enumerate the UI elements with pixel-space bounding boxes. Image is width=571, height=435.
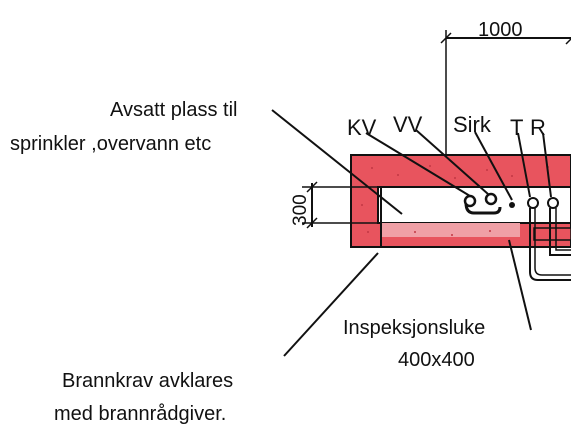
label-t: T [510, 115, 523, 140]
inspection-label-line1: Inspeksjonsluke [343, 317, 485, 339]
fire-label-line2: med brannrådgiver. [54, 403, 226, 425]
dimension-1000: 1000 [440, 19, 571, 165]
dimension-top-label: 1000 [478, 19, 523, 41]
insulation-texture [361, 165, 549, 236]
pipe-kv [463, 194, 477, 208]
inspection-label-line2: 400x400 [398, 349, 475, 371]
pipes [463, 192, 571, 281]
sprinkler-label-line2: sprinkler ,overvann etc [10, 133, 211, 155]
fire-label-line1: Brannkrav avklares [62, 370, 233, 392]
dimension-300: 300 [290, 181, 378, 229]
label-sirk: Sirk [453, 112, 492, 137]
pipe-vv [484, 192, 498, 206]
pipe-labels: KV VV Sirk T R [347, 112, 546, 140]
leader-lines [271, 109, 552, 357]
label-r: R [530, 115, 546, 140]
annotation-inspection: Inspeksjonsluke 400x400 [343, 317, 485, 371]
annotation-sprinkler: Avsatt plass til sprinkler ,overvann etc [10, 99, 237, 155]
pipe-sirk [509, 202, 515, 208]
pipe-t [527, 197, 539, 209]
dimension-side-label: 300 [290, 194, 311, 226]
pipe-r [547, 197, 559, 209]
annotation-fire: Brannkrav avklares med brannrådgiver. [54, 370, 233, 425]
sprinkler-label-line1: Avsatt plass til [110, 99, 237, 121]
pipe-shelf [533, 227, 571, 241]
